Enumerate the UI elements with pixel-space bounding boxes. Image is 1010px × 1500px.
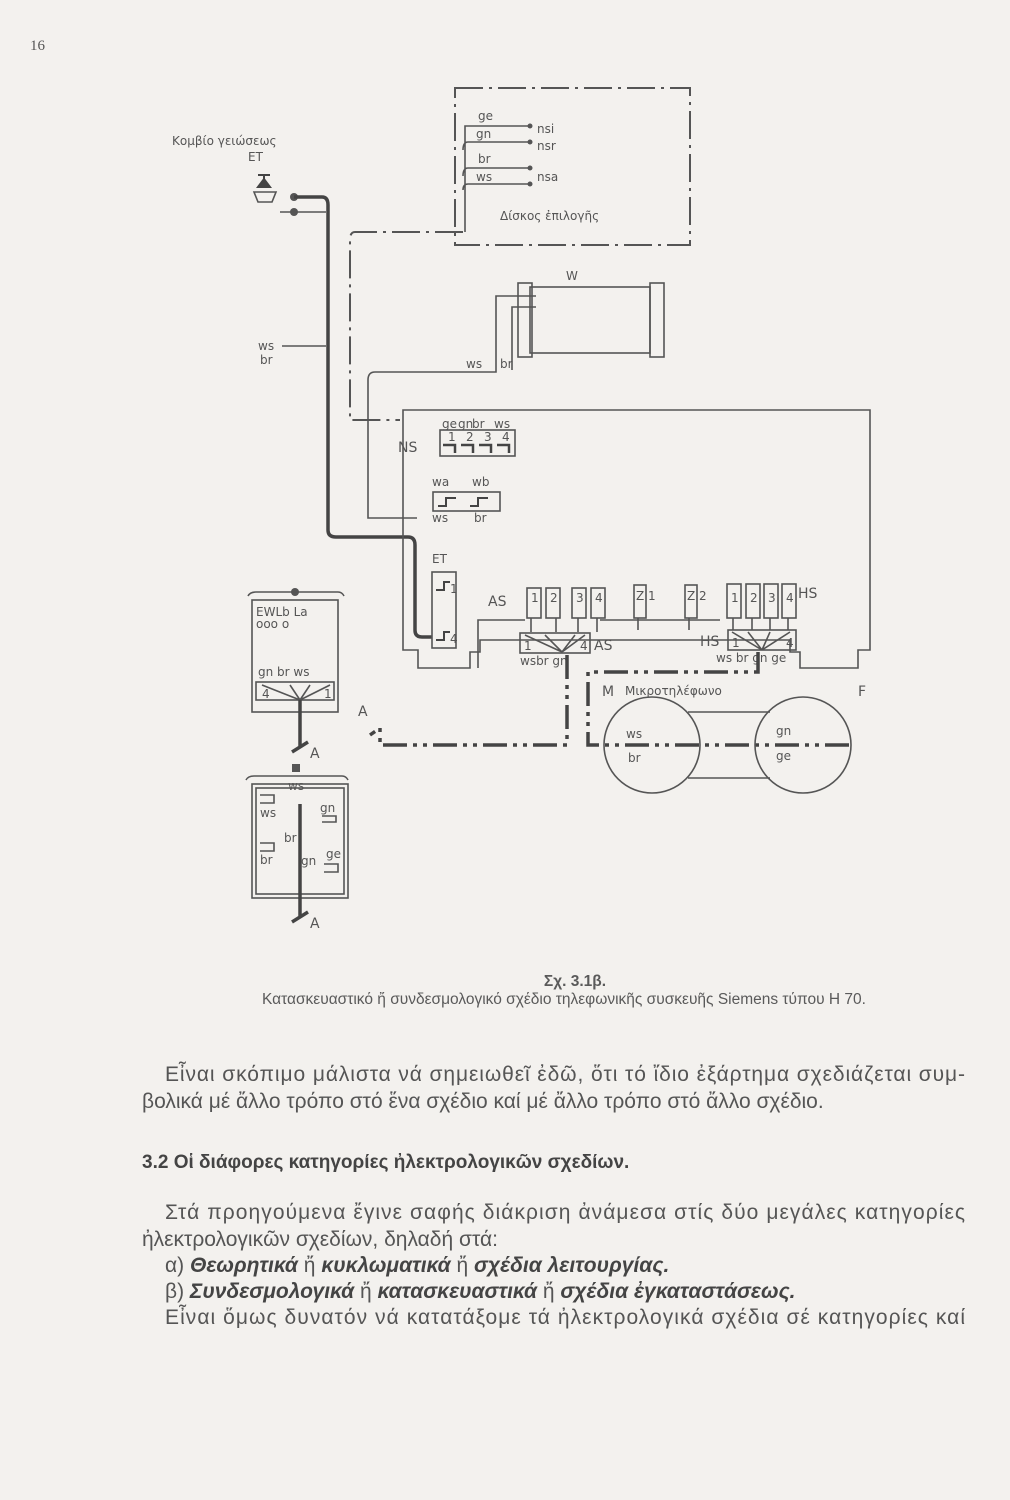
et-pin: 4 <box>450 632 458 646</box>
socket-a-label: A <box>310 746 320 762</box>
coil-wire-br: br <box>500 357 513 371</box>
dial-group-nsi: nsi <box>537 122 554 136</box>
dial-title: Δίσκος ἐπιλογῆς <box>500 209 599 223</box>
dial-wire-gn: gn <box>476 127 491 141</box>
plug-wire: gn <box>301 854 316 868</box>
z2-label: Z 2 <box>687 589 707 603</box>
as-pin: 2 <box>550 591 558 605</box>
list-item-a: α) Θεωρητικά ἤ κυκλωματικά ἤ σχέδια λειτ… <box>165 1254 669 1277</box>
figure-caption: Κατασκευαστικό ἤ συνδεσμολογικό σχέδιο τ… <box>262 991 866 1008</box>
earth-button-code: ET <box>248 150 264 164</box>
wab-wire-br: br <box>474 511 487 525</box>
ns-pin: 1 <box>448 430 456 444</box>
a-line-label: A <box>358 704 368 720</box>
plug-wire: ge <box>326 847 341 861</box>
plug-wire: br <box>260 853 273 867</box>
wab-wire-ws: ws <box>432 511 448 525</box>
m-wire-ws: ws <box>626 727 642 741</box>
coil-label: W <box>566 269 578 283</box>
handset-f-label: F <box>858 684 866 700</box>
hs-pin: 2 <box>750 591 758 605</box>
et-block-label: ET <box>432 552 448 566</box>
dial-wire-ws: ws <box>476 170 492 184</box>
paragraph-2-line: ἠλεκτρολογικῶν σχεδίων, δηλαδή στά: <box>142 1228 498 1251</box>
cable-label-ws: ws <box>258 339 274 353</box>
paragraph-1-line: βολικά μέ ἄλλο τρόπο στό ἕνα σχέδιο καί … <box>142 1090 824 1113</box>
as-pin: 3 <box>576 591 584 605</box>
handset-mouthpiece <box>603 696 701 794</box>
as-connector-label: AS <box>594 638 613 654</box>
m-wire-br: br <box>628 751 641 765</box>
as-pin: 1 <box>531 591 539 605</box>
hs-pin: 4 <box>786 591 794 605</box>
ns-wire-gn: gn <box>458 417 473 431</box>
socket-wires: gn br ws <box>258 665 309 679</box>
wa-wb-block <box>432 491 501 512</box>
earth-button-title: Κομβίο γειώσεως <box>172 134 277 148</box>
ns-wire-ws: ws <box>494 417 510 431</box>
hs-connector-pin: 4 <box>786 636 794 650</box>
socket-pin: 4 <box>262 687 270 701</box>
hs-label: HS <box>798 586 818 602</box>
as-connector <box>519 632 591 654</box>
ns-pin: 4 <box>502 430 510 444</box>
dial-group-nsr: nsr <box>537 139 556 153</box>
et-block <box>431 571 457 649</box>
cable-label-br: br <box>260 353 273 367</box>
paragraph-3-line: Εἶναι ὅμως δυνατόν νά κατατάξομε τά ἠλεκ… <box>165 1305 965 1329</box>
ns-pin: 2 <box>466 430 474 444</box>
plug-wire: ws <box>288 779 304 793</box>
wall-socket <box>251 599 339 713</box>
coil-wire-ws: ws <box>466 357 482 371</box>
plug-wire: gn <box>320 801 335 815</box>
paragraph-1-line: Εἶναι σκόπιμο μάλιστα νά σημειωθεῖ ἐδῶ, … <box>165 1062 965 1086</box>
chassis-outline <box>402 409 871 669</box>
as-connector-pin: 1 <box>524 639 532 653</box>
handset-title: Μικροτηλέφωνο <box>625 684 722 698</box>
handset-m-label: M <box>602 684 614 700</box>
hs-connector-label: HS <box>700 634 720 650</box>
as-wires: wsbr gn <box>520 654 568 668</box>
wa-label: wa <box>432 475 449 489</box>
plug-wire: ws <box>260 806 276 820</box>
wiring-diagram: ge gn br ws nsi nsr nsa Δίσκος ἐπιλογῆς … <box>172 87 871 932</box>
ns-wire-ge: ge <box>442 417 457 431</box>
et-pin: 1 <box>450 582 458 596</box>
plug-wire: br <box>284 831 297 845</box>
handset-earpiece <box>754 696 852 794</box>
f-wire-gn: gn <box>776 724 791 738</box>
hs-pin: 1 <box>731 591 739 605</box>
as-connector-pin: 4 <box>580 639 588 653</box>
ns-block <box>439 429 516 457</box>
paragraph-2-line: Στά προηγούμενα ἔγινε σαφής διάκριση ἀνά… <box>165 1201 965 1224</box>
hs-pin: 3 <box>768 591 776 605</box>
socket-labels: EWLb La <box>256 605 308 619</box>
wb-label: wb <box>472 475 489 489</box>
as-pin: 4 <box>595 591 603 605</box>
f-wire-ge: ge <box>776 749 791 763</box>
figure-number: Σχ. 3.1β. <box>544 973 606 990</box>
list-item-b: β) Συνδεσμολογικά ἤ κατασκευαστικά ἤ σχέ… <box>165 1280 796 1303</box>
socket-pin: 1 <box>324 687 332 701</box>
z1-label: Z 1 <box>636 589 656 603</box>
hs-wires: ws br gn ge <box>716 651 786 665</box>
ns-wire-br: br <box>472 417 485 431</box>
section-heading: 3.2 Οἱ διάφορες κατηγορίες ἠλεκτρολογικῶ… <box>142 1152 629 1173</box>
ns-pin: 3 <box>484 430 492 444</box>
earth-button-icon <box>252 174 278 203</box>
coil <box>529 286 651 354</box>
ns-label: NS <box>398 440 417 456</box>
hs-connector-pin: 1 <box>732 636 740 650</box>
dial-box <box>454 87 691 246</box>
dial-wire-br: br <box>478 152 491 166</box>
plug-a-label: A <box>310 916 320 932</box>
page-number: 16 <box>30 38 46 54</box>
socket-holes: ooo o <box>256 617 289 631</box>
dial-wire-ge: ge <box>478 109 493 123</box>
as-label: AS <box>488 594 507 610</box>
dial-group-nsa: nsa <box>537 170 558 184</box>
